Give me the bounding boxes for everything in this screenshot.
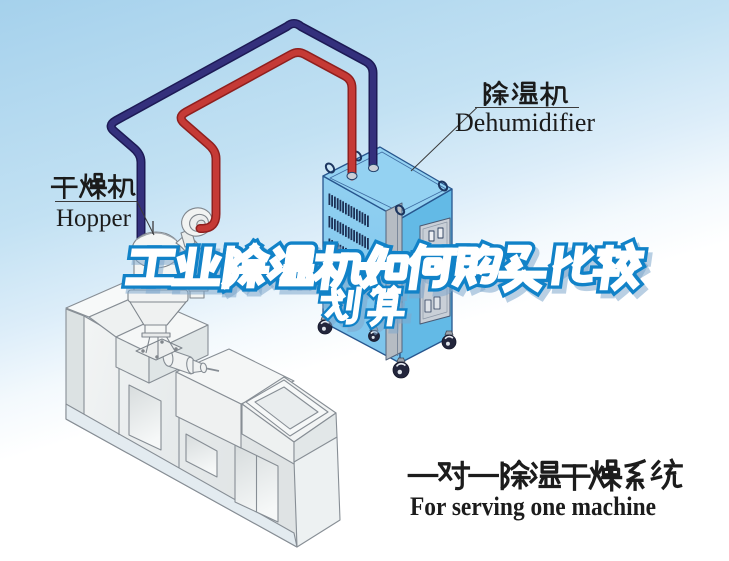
svg-text:Dehumidifier: Dehumidifier: [455, 108, 595, 137]
svg-text:Hopper: Hopper: [56, 205, 132, 232]
svg-text:For serving one machine: For serving one machine: [410, 492, 656, 521]
